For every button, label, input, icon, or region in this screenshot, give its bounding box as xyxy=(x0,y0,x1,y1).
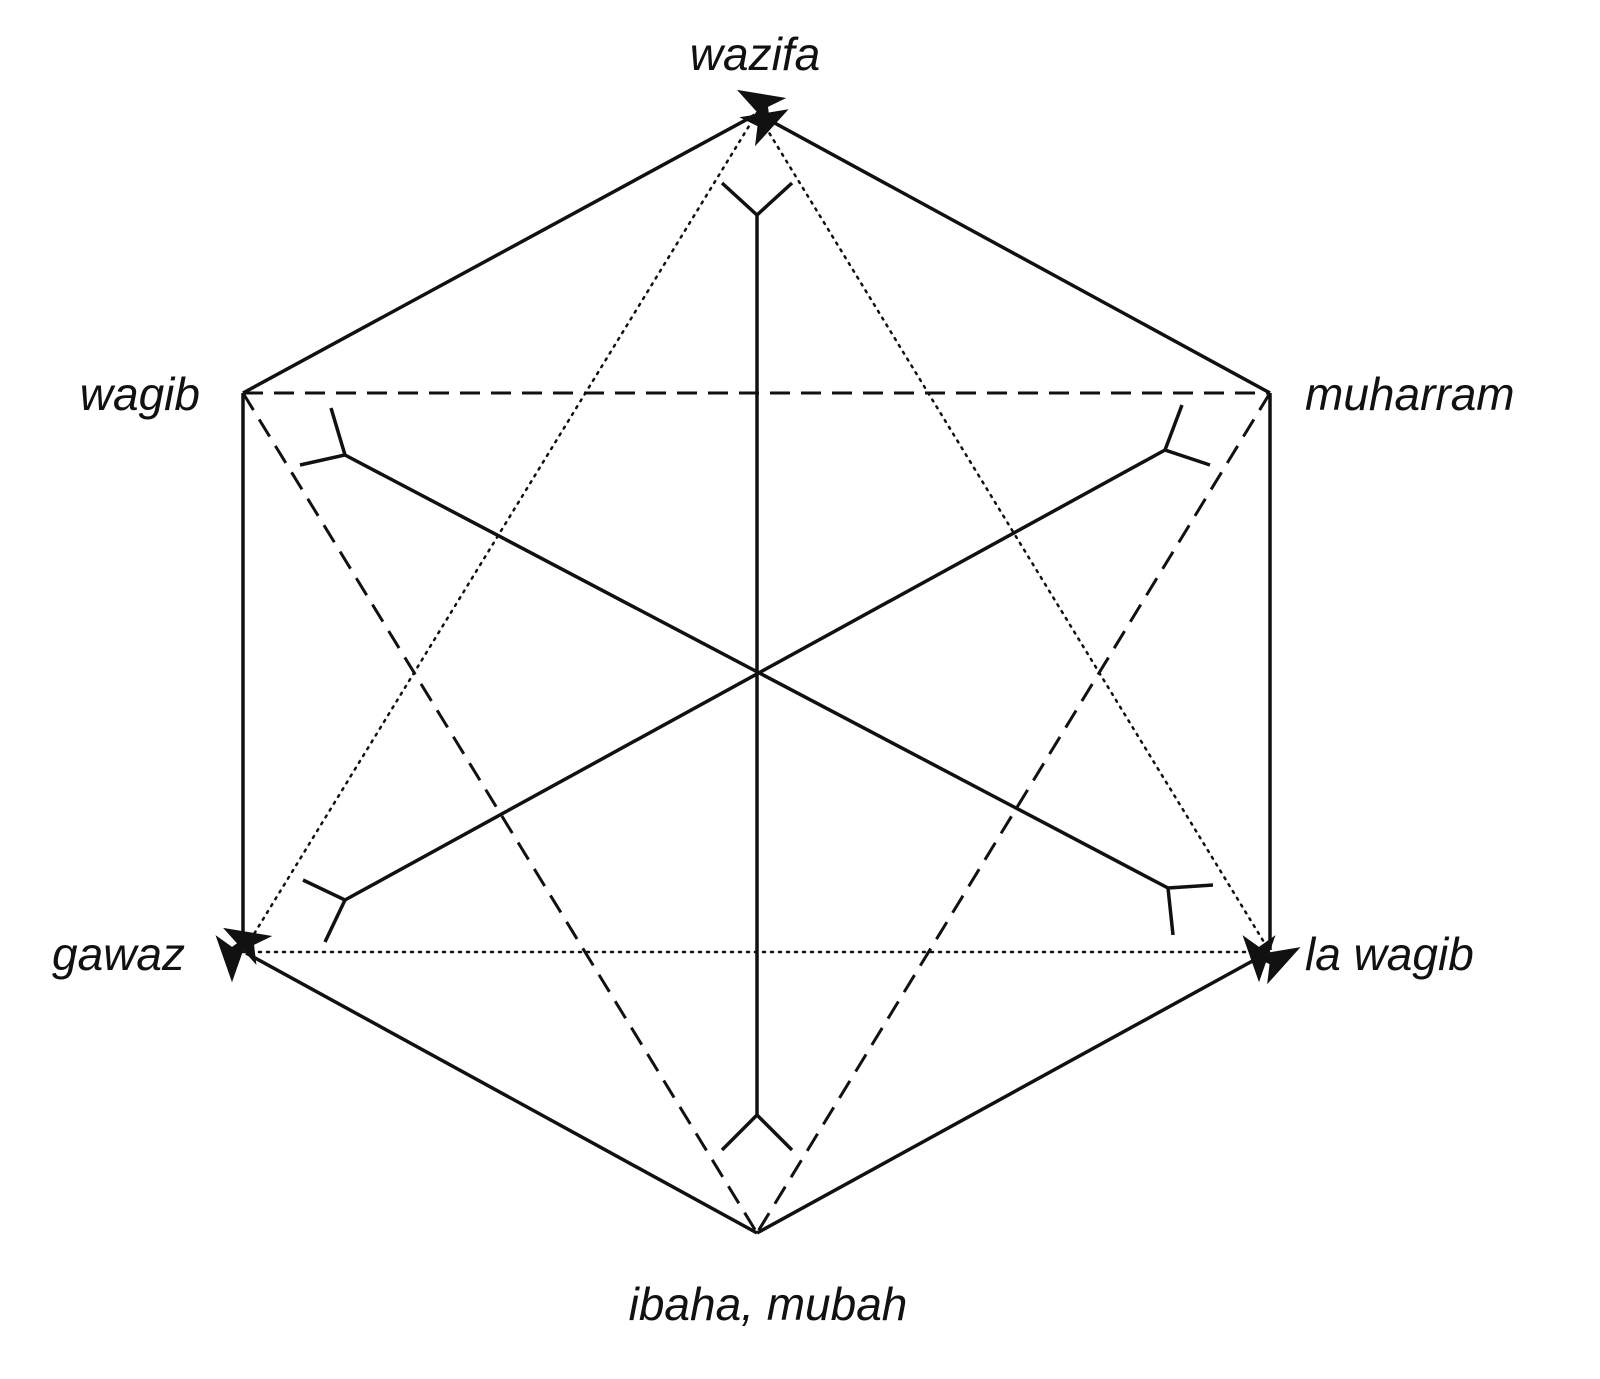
arrow-ibaha-to-gawaz xyxy=(223,927,758,1235)
contradiction-line-muharram-gawaz xyxy=(302,404,1211,943)
dashed-edge-wagib-ibaha xyxy=(241,392,759,1234)
label-ibaha-mubah: ibaha, mubah xyxy=(629,1278,908,1330)
arrow-wagib-to-wazifa xyxy=(242,109,789,395)
label-wagib: wagib xyxy=(80,368,200,420)
label-wazifa: wazifa xyxy=(690,28,820,80)
label-muharram: muharram xyxy=(1305,368,1515,420)
label-la-wagib: la wagib xyxy=(1305,928,1474,980)
arrow-ibaha-to-la-wagib xyxy=(756,947,1301,1235)
dashed-edge-muharram-ibaha xyxy=(755,392,1272,1234)
contradiction-line-wagib-la-wagib xyxy=(299,407,1214,936)
arrow-muharram-to-wazifa xyxy=(736,89,1271,395)
dotted-edge-wazifa-gawaz xyxy=(241,111,759,954)
contradiction-line-wazifa-ibaha xyxy=(720,181,794,1152)
label-gawaz: gawaz xyxy=(52,928,185,980)
